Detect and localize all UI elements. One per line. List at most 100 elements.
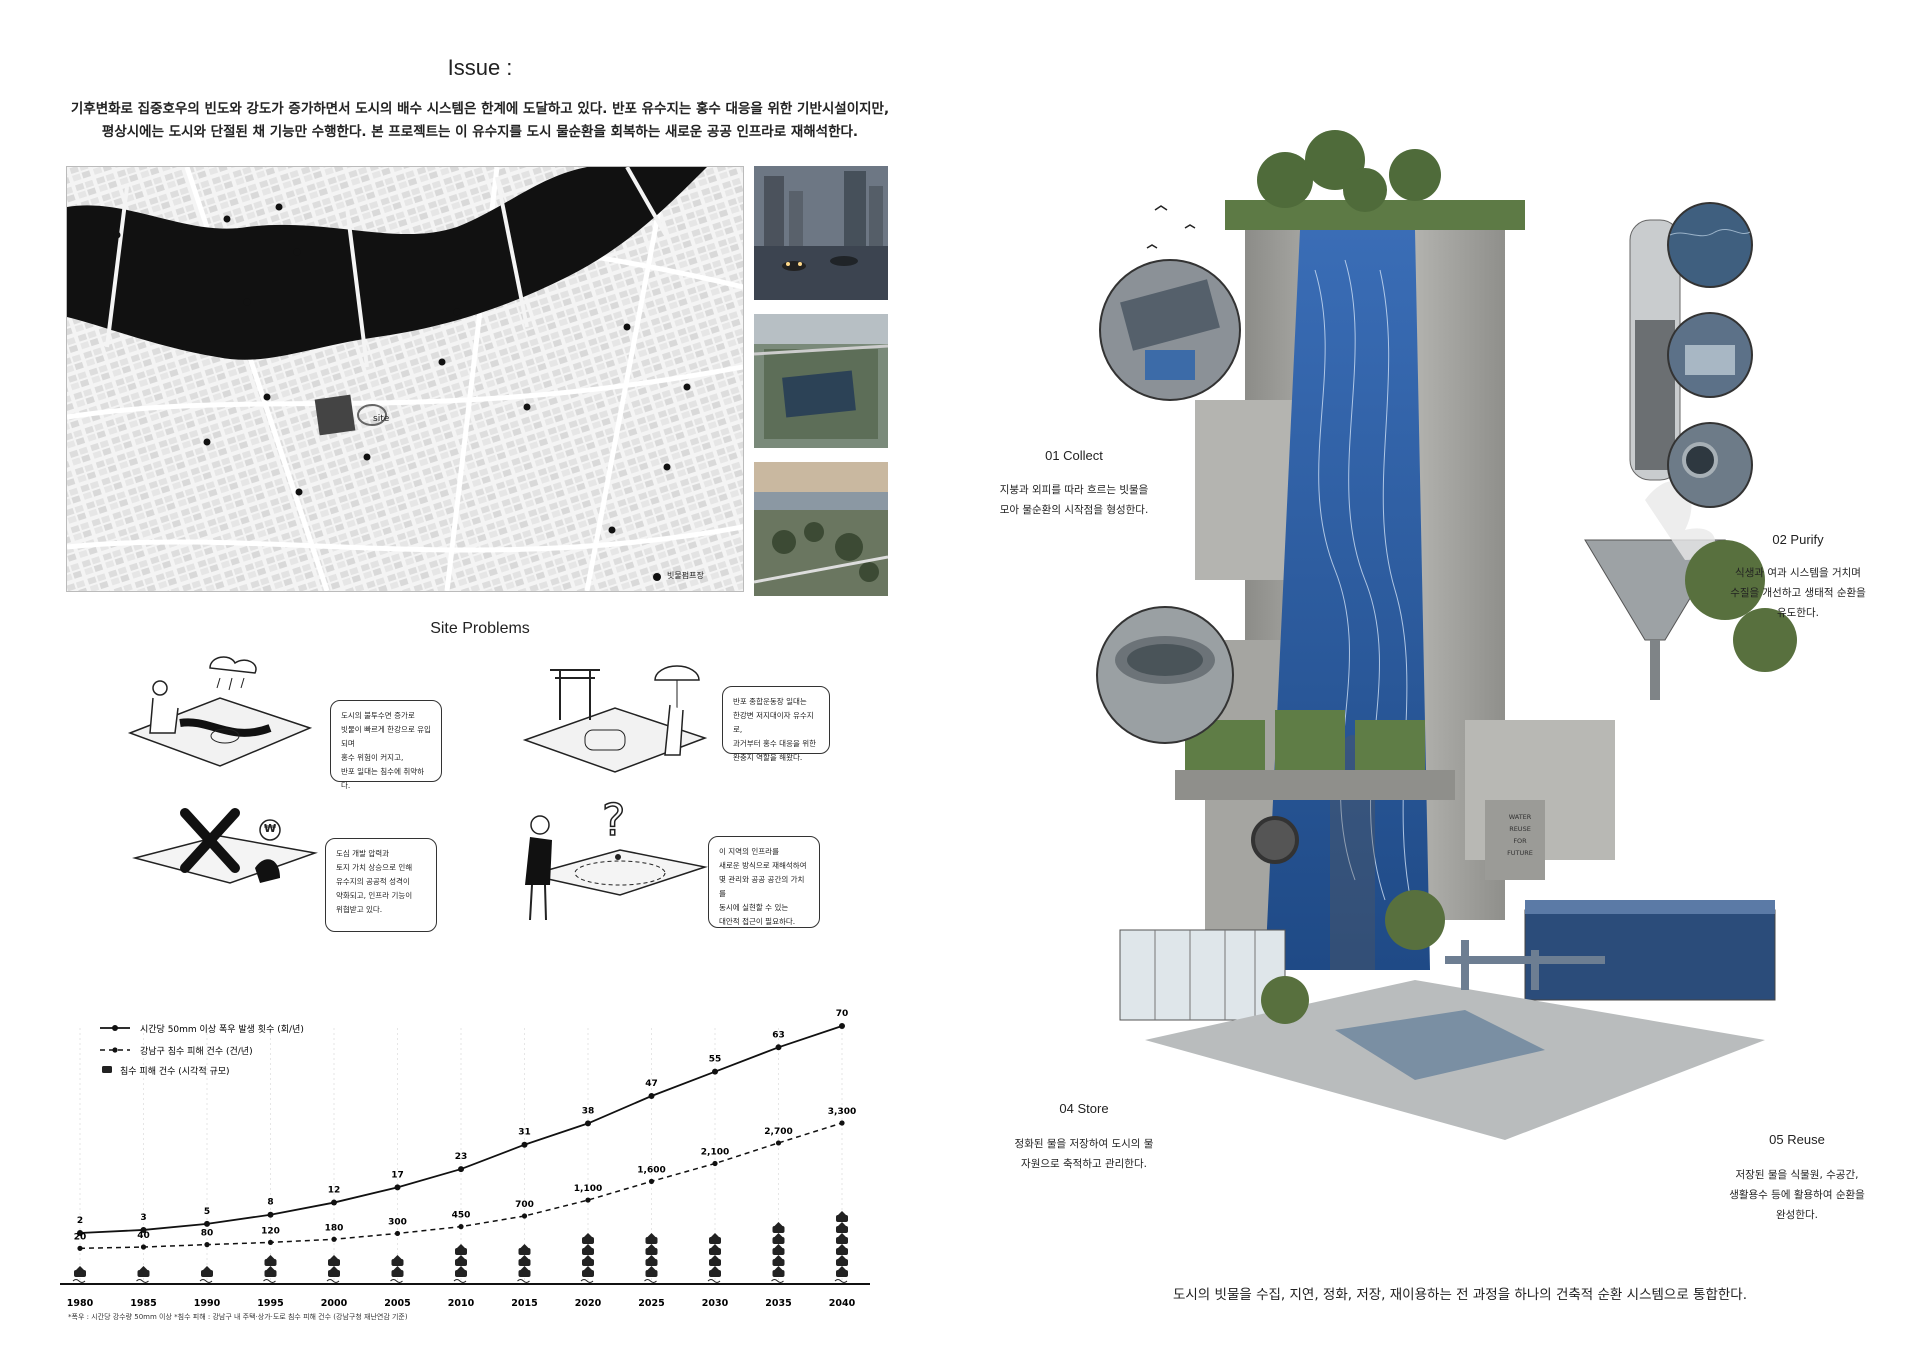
series-rainfall-label: 17 — [391, 1170, 404, 1180]
series-flood-point — [648, 1178, 655, 1184]
flood-icon-roof — [520, 1255, 529, 1259]
detail-circle-tank — [1096, 606, 1234, 744]
flood-icon — [645, 1237, 658, 1244]
flood-icon — [709, 1237, 721, 1244]
series-flood-point — [712, 1160, 718, 1167]
series-rainfall-label: 12 — [328, 1186, 341, 1196]
problem-3-line: 도심 개발 압력과 — [336, 849, 390, 858]
water-wave-icon — [72, 1279, 86, 1283]
problem-1-line: 홍수 위험이 커지고, — [341, 753, 404, 762]
step-collect-title: 01 Collect — [1045, 448, 1103, 463]
water-wave-icon — [390, 1279, 403, 1283]
flood-icon-roof — [139, 1266, 148, 1270]
flood-icon-roof — [584, 1244, 592, 1248]
flood-icon — [264, 1270, 277, 1277]
series-rainfall-label: 47 — [645, 1079, 658, 1089]
step-collect-line: 지붕과 외피를 따라 흐르는 빗물을 — [999, 484, 1149, 496]
problem-2-line: 반포 종합운동장 일대는 — [733, 697, 807, 706]
flood-icon — [455, 1248, 467, 1255]
sign-line: FUTURE — [1507, 849, 1533, 857]
flood-icon — [328, 1259, 340, 1266]
water-wave-icon — [580, 1279, 594, 1283]
legend-icon — [102, 1066, 112, 1073]
flood-icon — [709, 1270, 721, 1277]
series-rainfall-point — [775, 1044, 782, 1051]
step-reuse-line: 생활용수 등에 활용하여 순환을 — [1729, 1189, 1865, 1201]
flood-icon — [518, 1248, 531, 1255]
series-rainfall-point — [585, 1120, 591, 1127]
flood-icon-roof — [838, 1233, 846, 1237]
series-flood-label: 450 — [452, 1211, 471, 1221]
site-block — [314, 394, 356, 436]
series-flood-point — [521, 1213, 528, 1219]
flood-icon-roof — [838, 1244, 846, 1248]
water-wave-icon — [453, 1279, 467, 1283]
birds-shape — [1146, 205, 1196, 249]
flood-icon-roof — [774, 1222, 783, 1226]
flood-icon-roof — [838, 1222, 846, 1226]
series-flood-label: 3,300 — [828, 1107, 856, 1117]
series-rainfall-label: 63 — [772, 1030, 785, 1040]
currency-icon — [259, 819, 281, 841]
sign-line: WATER — [1508, 813, 1532, 821]
flood-icon-roof — [647, 1244, 656, 1248]
legend-dot — [653, 573, 661, 581]
problem-2-line: 한강변 저지대이자 유수지로, — [733, 711, 814, 734]
step-reuse-text: 저장된 물을 식물원, 수공간, 생활용수 등에 활용하여 순환을 완성한다. — [1677, 1165, 1917, 1225]
flood-icon — [772, 1270, 785, 1277]
flood-icon-roof — [457, 1244, 465, 1248]
flood-icon — [582, 1270, 594, 1277]
flood-icon — [772, 1248, 785, 1255]
series-flood-label: 40 — [137, 1231, 150, 1241]
flood-icon — [455, 1259, 467, 1266]
series-flood-point — [394, 1230, 401, 1237]
flood-icon — [582, 1237, 594, 1244]
series-flood-label: 700 — [515, 1200, 534, 1210]
step-purify-title: 02 Purify — [1772, 532, 1824, 547]
flood-icon — [201, 1270, 213, 1277]
flood-icon-roof — [647, 1233, 656, 1237]
flood-icon-roof — [266, 1266, 275, 1270]
series-rainfall-point — [140, 1226, 147, 1233]
step-reuse-line: 완성한다. — [1776, 1209, 1818, 1221]
flood-icon-roof — [711, 1255, 719, 1259]
flood-icon — [836, 1226, 848, 1233]
water-wave-icon — [707, 1279, 721, 1283]
flood-icon-roof — [76, 1266, 84, 1270]
step-purify-line: 수질을 개선하고 생태적 순환을 — [1730, 587, 1866, 599]
issue-line-2: 평상시에는 도시와 단절된 채 기능만 수행한다. 본 프로젝트는 이 유수지를… — [101, 124, 859, 140]
x-tick-label: 1995 — [257, 1298, 283, 1309]
series-rainfall-label: 23 — [455, 1152, 468, 1162]
series-flood-point — [77, 1245, 83, 1251]
flood-icon-roof — [647, 1255, 656, 1259]
flood-icon-roof — [330, 1266, 338, 1270]
svg-text:?: ? — [602, 795, 625, 846]
series-flood-point — [267, 1239, 274, 1246]
series-flood-point — [775, 1140, 782, 1146]
series-flood-point — [331, 1236, 337, 1242]
problem-4-line: 동시에 실현할 수 있는 — [719, 903, 789, 912]
pump-room-shape — [1119, 929, 1286, 1021]
bottom-summary-text: 도시의 빗물을 수집, 지연, 정화, 저장, 재이용하는 전 과정을 하나의 … — [1172, 1287, 1748, 1303]
series-rainfall-label: 70 — [836, 1009, 849, 1019]
water-cycle-building-illustration — [1096, 130, 1797, 1140]
x-tick-label: 1990 — [194, 1298, 221, 1309]
detail-circle-gutter — [1099, 259, 1241, 401]
problem-3-line: 유수지의 공공적 성격이 — [336, 877, 410, 886]
flood-icon-roof — [266, 1255, 275, 1259]
problem-4-line: 새로운 방식으로 재해석하여 — [719, 861, 807, 870]
legend-dot-solid — [112, 1025, 118, 1031]
problem-2-line: 과거부터 홍수 대응을 위한 — [733, 739, 817, 748]
issue-line-1: 기후변화로 집중호우의 빈도와 강도가 증가하면서 도시의 배수 시스템은 한계… — [70, 101, 890, 117]
site-label: site — [373, 414, 390, 424]
series-rainfall-label: 55 — [709, 1055, 722, 1065]
flood-icon-roof — [584, 1266, 592, 1270]
series-rainfall-point — [839, 1023, 845, 1029]
step-purify-line: 유도한다. — [1777, 607, 1819, 619]
flood-icon — [74, 1270, 86, 1277]
series-rainfall-point — [77, 1230, 83, 1236]
flood-icon — [328, 1270, 340, 1277]
series-flood-label: 80 — [201, 1229, 214, 1239]
flood-icon-roof — [393, 1255, 402, 1259]
flood-icon-roof — [838, 1266, 846, 1270]
